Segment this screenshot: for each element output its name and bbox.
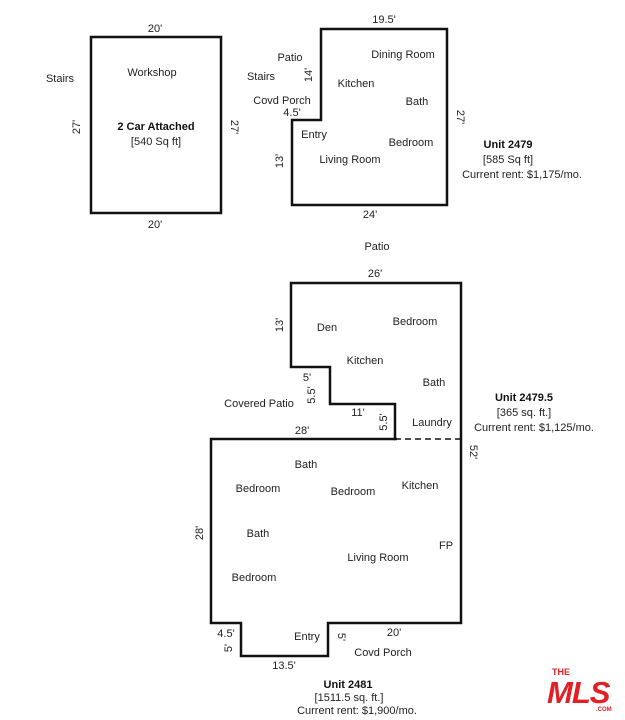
unit-2481-dim-bottom: 13.5' <box>272 660 296 672</box>
unit-2479-stairs: Stairs <box>247 71 276 83</box>
unit-2479-bedroom: Bedroom <box>389 137 434 149</box>
unit-2481-living-room: Living Room <box>347 552 408 564</box>
unit-2481-rent: Current rent: $1,900/mo. <box>297 705 417 717</box>
garage-area: [540 Sq ft] <box>131 136 181 148</box>
unit-2479-5-kitchen: Kitchen <box>347 355 384 367</box>
unit-2479-5-dim-step-a: 5' <box>303 372 311 384</box>
unit-2479-5-dim-step-b: 5.5' <box>306 386 318 403</box>
garage-dim-top: 20' <box>148 23 162 35</box>
unit-2481-dim-step-w: 4.5' <box>217 628 234 640</box>
unit-2479-dim-bottom: 24' <box>363 209 377 221</box>
unit-2481-dim-notch: 5' <box>335 633 347 641</box>
garage-workshop-label: Workshop <box>127 67 176 79</box>
unit-2481-dim-bottom-right: 20' <box>387 627 401 639</box>
unit-2479-5-dim-top: 26' <box>368 268 382 280</box>
unit-2481-covd-porch: Covd Porch <box>354 647 411 659</box>
unit-2479-title: Unit 2479 <box>484 139 533 151</box>
logo-suffix: .COM <box>596 707 612 713</box>
unit-2479-5-area: [365 sq. ft.] <box>497 407 551 419</box>
unit-2479-patio: Patio <box>277 52 302 64</box>
unit-2479-entry: Entry <box>301 129 327 141</box>
unit-2479-dim-left-upper: 14' <box>303 68 315 82</box>
unit-2479-5-dim-ledge: 11' <box>351 407 365 419</box>
garage-dim-bottom: 20' <box>148 219 162 231</box>
unit-2481-outline <box>209 437 463 658</box>
unit-2481-dim-top: 28' <box>295 425 309 437</box>
unit-2479-5-den: Den <box>317 322 337 334</box>
unit-2479-5-covered-patio: Covered Patio <box>224 398 294 410</box>
unit-2479-5-bath: Bath <box>423 377 446 389</box>
unit-2481-area: [1511.5 sq. ft.] <box>315 692 384 704</box>
unit-2479-5-outline <box>289 281 463 441</box>
unit-2479-outline <box>290 27 449 207</box>
unit-2479-5-patio: Patio <box>364 241 389 253</box>
unit-2479-area: [585 Sq ft] <box>483 154 533 166</box>
unit-2479-dim-top: 19.5' <box>372 14 396 26</box>
unit-2481-entry: Entry <box>294 631 320 643</box>
unit-2481-dim-step-h: 5' <box>223 644 235 652</box>
unit-2479-dim-left-lower: 13' <box>274 154 286 168</box>
garage-stairs-label: Stairs <box>46 73 75 85</box>
unit-2479-5-dim-left-upper: 13' <box>274 318 286 332</box>
unit-2479-dining-room: Dining Room <box>371 49 435 61</box>
unit-2479-5-title: Unit 2479.5 <box>495 392 553 404</box>
the-mls-logo: THE MLS .COM <box>547 667 612 713</box>
garage-name: 2 Car Attached <box>117 121 194 133</box>
unit-2481-bedroom-bottom: Bedroom <box>232 572 277 584</box>
unit-2481-fp: FP <box>439 540 453 552</box>
unit-2481-bath-left: Bath <box>247 528 270 540</box>
unit-2481-bedroom-left: Bedroom <box>236 483 281 495</box>
unit-2481-kitchen: Kitchen <box>402 480 439 492</box>
unit-2479-living-room: Living Room <box>319 154 380 166</box>
unit-2479-5-dim-step-c: 5.5' <box>378 413 390 430</box>
unit-2479-bath: Bath <box>406 96 429 108</box>
logo-main: MLS <box>547 675 611 710</box>
unit-2479-kitchen: Kitchen <box>338 78 375 90</box>
unit-2479-dim-step: 4.5' <box>283 107 300 119</box>
unit-2479-dim-right: 27' <box>454 110 466 124</box>
unit-2481-title: Unit 2481 <box>324 679 373 691</box>
unit-2479-rent: Current rent: $1,175/mo. <box>462 169 582 181</box>
unit-2481-bath-top: Bath <box>295 459 318 471</box>
unit-2479-5-laundry: Laundry <box>412 417 452 429</box>
unit-2479-5-dim-right: 52' <box>467 445 479 459</box>
garage-dim-left: 27' <box>71 120 83 134</box>
unit-2481-bedroom-mid: Bedroom <box>331 486 376 498</box>
garage-outline <box>89 35 223 215</box>
logo-prefix: THE <box>552 667 570 677</box>
unit-2479-covd-porch: Covd Porch <box>253 95 310 107</box>
garage-dim-right: 27' <box>228 120 240 134</box>
unit-2479-5-bedroom: Bedroom <box>393 316 438 328</box>
unit-2481-dim-left: 28' <box>194 526 206 540</box>
unit-2479-5-rent: Current rent: $1,125/mo. <box>474 422 594 434</box>
